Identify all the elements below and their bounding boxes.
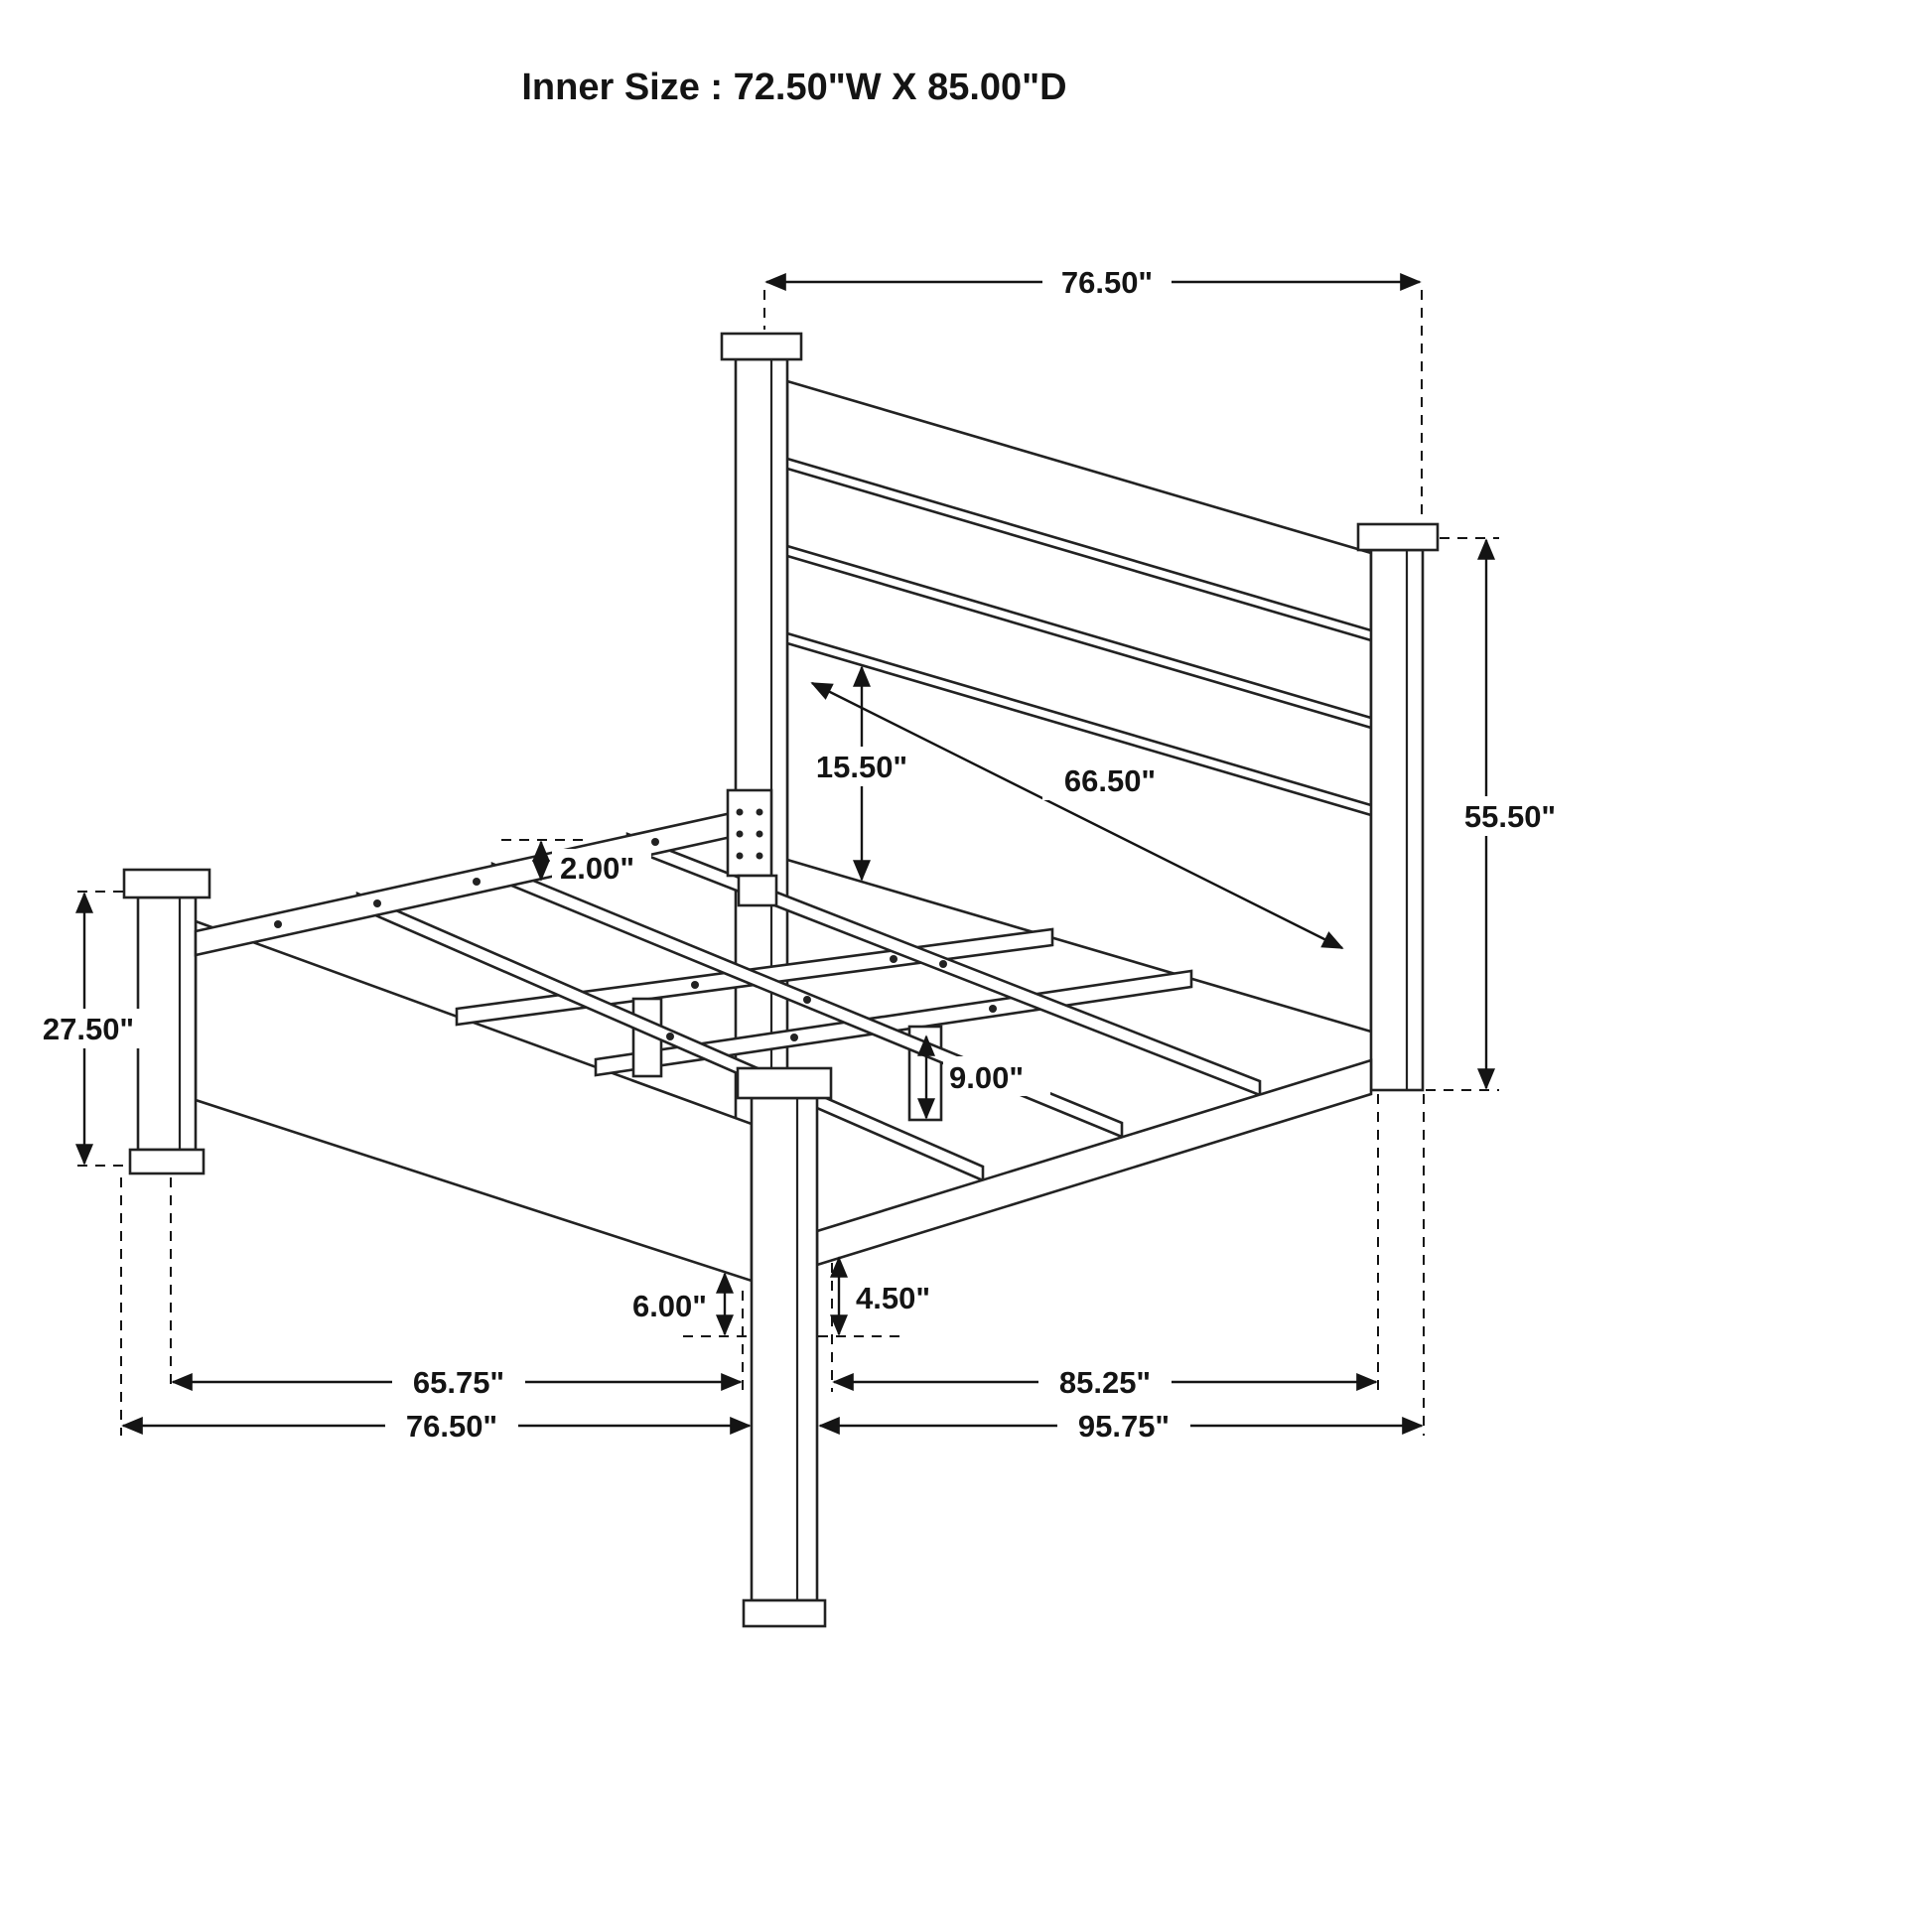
screw-hole: [790, 1034, 798, 1041]
dim-top-width: 76.50": [763, 262, 1423, 520]
dim-total-outer-depth: 95.75": [818, 1094, 1425, 1447]
headboard-right-post-cap: [1356, 522, 1440, 552]
footboard-front-post: [750, 1096, 819, 1602]
bracket-hole: [756, 808, 763, 816]
page-title: Inner Size : 72.50"W X 85.00"D: [521, 67, 1066, 108]
dim-footboard-clearance: 6.00": [604, 1272, 750, 1337]
dim-center-leg-height-label: 9.00": [949, 1060, 1024, 1095]
label-background: [1057, 1406, 1190, 1446]
dim-footboard-inner-span-label: 65.75": [413, 1365, 504, 1400]
rail-bracket: [726, 788, 773, 878]
bracket-hole: [736, 830, 744, 838]
dim-footboard-height: 27.50": [22, 891, 155, 1167]
headboard-right-post: [1369, 548, 1425, 1092]
bracket-hole: [736, 808, 744, 816]
footboard-front-post-foot: [742, 1598, 827, 1628]
footboard-left-post-foot: [128, 1148, 206, 1175]
dim-footboard-height-label: 27.50": [43, 1012, 134, 1046]
screw-hole: [939, 960, 947, 968]
label-background: [943, 1056, 1050, 1096]
dim-rail-span: 85.25": [831, 1094, 1379, 1403]
screw-hole: [890, 955, 897, 963]
rail-hole: [373, 899, 381, 907]
dim-rail-clearance-label: 4.50": [856, 1281, 930, 1315]
dim-footboard-outer-width: 76.50": [120, 1177, 752, 1447]
label-background: [604, 1285, 709, 1324]
label-background: [392, 1362, 525, 1402]
label-background: [385, 1406, 518, 1446]
footboard-panel: [194, 919, 754, 1283]
dimension-annotations: 76.50" 55.50" 66.50" 15.50" 2.00": [22, 262, 1579, 1447]
dim-headboard-panel-height-label: 15.50": [816, 750, 907, 784]
bracket-hole: [756, 852, 763, 860]
footboard-left-post-cap: [122, 868, 211, 899]
dim-center-leg-height: 9.00": [917, 1035, 1050, 1120]
dim-slat-thickness: 2.00": [501, 839, 651, 889]
dim-post-height: 55.50": [1426, 537, 1579, 1091]
dim-rail-clearance: 4.50": [818, 1256, 957, 1337]
screw-hole: [989, 1005, 997, 1013]
label-background: [22, 1009, 155, 1048]
dim-rail-span-label: 85.25": [1059, 1365, 1151, 1400]
dim-footboard-inner-span: 65.75": [170, 1177, 744, 1403]
screw-hole: [691, 981, 699, 989]
dim-post-height-label: 55.50": [1464, 799, 1556, 834]
label-background: [1038, 1362, 1172, 1402]
dim-slat-thickness-label: 2.00": [560, 851, 634, 886]
screw-hole: [666, 1033, 674, 1040]
label-background: [1442, 796, 1579, 836]
dim-top-width-label: 76.50": [1061, 265, 1153, 300]
label-background: [852, 1277, 957, 1316]
bracket-hole: [736, 852, 744, 860]
footboard-front-post-group: [736, 1066, 833, 1628]
dimension-line: [810, 681, 1344, 950]
bracket-leg: [737, 874, 778, 907]
footboard-front-post-cap: [736, 1066, 833, 1100]
label-background: [1042, 760, 1177, 800]
rail-hole: [274, 920, 282, 928]
screw-hole: [803, 996, 811, 1004]
dim-headboard-diagonal: 66.50": [810, 681, 1344, 950]
label-background: [795, 747, 928, 786]
dim-headboard-panel-height: 15.50": [795, 665, 928, 882]
dim-total-outer-depth-label: 95.75": [1078, 1409, 1170, 1444]
label-background: [552, 849, 651, 887]
right-side-rail: [815, 1058, 1373, 1267]
rail-hole: [473, 878, 481, 886]
rail-hole: [651, 838, 659, 846]
headboard-left-post-cap: [720, 332, 803, 361]
dim-headboard-diagonal-label: 66.50": [1064, 763, 1156, 798]
bracket-hole: [756, 830, 763, 838]
dim-footboard-outer-width-label: 76.50": [406, 1409, 497, 1444]
dim-footboard-clearance-label: 6.00": [632, 1289, 707, 1323]
label-background: [1042, 262, 1172, 302]
